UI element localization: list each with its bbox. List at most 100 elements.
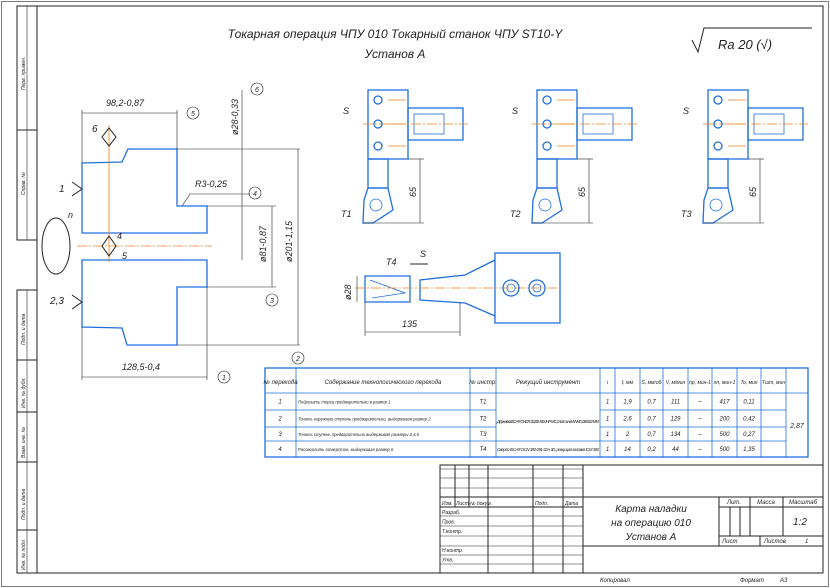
cell-tool: T1 <box>479 400 486 406</box>
feed-label: S <box>512 106 518 116</box>
tool-label-t3: T3 <box>681 209 692 219</box>
table-header: № инстр. <box>469 379 497 386</box>
table-header: Содержание технологического перехода <box>325 380 442 386</box>
lit-label: Лит. <box>726 500 741 506</box>
screw-hole <box>542 95 552 105</box>
cell-i: 1 <box>606 400 609 406</box>
cell-step: 3 <box>278 432 282 438</box>
copied-label: Копировал <box>600 578 630 584</box>
table-header: № перехода <box>263 379 298 386</box>
mass-label: Масса <box>757 500 775 506</box>
insert-head <box>531 187 563 224</box>
cell-np: – <box>697 432 702 438</box>
cell-i: 1 <box>606 417 609 423</box>
tool-label-t1: T1 <box>341 209 352 219</box>
tb-col-label: № докум. <box>470 501 492 507</box>
tool-desc-holder: Державка ISCAR GHDR 20.20M-08-JHP-MC, пл… <box>496 419 600 424</box>
screw-hole <box>542 141 552 151</box>
part-section-lower <box>81 259 208 346</box>
screw-hole <box>713 119 723 129</box>
surface-label: 4 <box>117 231 122 241</box>
tool-label-t4: T4 <box>386 257 397 267</box>
screw-hole <box>373 119 383 129</box>
marker-4: 4 <box>253 191 257 198</box>
cell-v: 44 <box>672 447 679 453</box>
table-header: Режущий инструмент <box>516 379 580 386</box>
drill-length-dim: 135 <box>402 319 418 329</box>
surface-label: 6 <box>92 124 98 135</box>
roughness-value: Ra 20 (√) <box>718 37 772 52</box>
cell-step: 2 <box>277 417 282 423</box>
table-header: i <box>607 380 609 386</box>
doc-title-line: Карта наладки <box>615 504 687 515</box>
table-header: V, м/мин <box>666 380 686 386</box>
cell-t: 2 <box>625 432 630 438</box>
cell-tool: T4 <box>479 447 487 453</box>
cell-i: 1 <box>606 432 609 438</box>
part-sketch: n 6 1 4 5 2,3 98,2-0,87 128,5-0,4 ø28-0,… <box>41 82 305 384</box>
insert <box>538 198 552 212</box>
overhang-dim: 65 <box>408 186 418 197</box>
strip-label: Инв. № подл. <box>21 539 27 570</box>
strip-label: Инв. № дубл. <box>21 377 27 408</box>
table-header: Тшт, мин <box>762 380 785 386</box>
tool-neck <box>536 158 558 189</box>
screw-hole <box>373 141 383 151</box>
dim-length-top: 98,2-0,87 <box>106 98 145 108</box>
tb-col-label: Изм. <box>442 501 453 507</box>
tool-desc-drill: Сверло ISCAR DCN 380-091-32A-3D, режущая… <box>497 447 600 452</box>
dim-hole-dia: ø28-0,33 <box>230 99 240 135</box>
tb-col-label: Подп. <box>535 501 548 507</box>
cell-t: 1,9 <box>623 400 632 406</box>
cell-np: – <box>697 447 702 453</box>
overhang-dim: 65 <box>748 186 758 197</box>
cell-s: 0,7 <box>647 432 656 438</box>
strip-label: Справ. № <box>21 172 27 195</box>
cell-to: 1,35 <box>743 447 755 453</box>
rotation-arrow <box>41 217 71 275</box>
screw-hole <box>713 95 723 105</box>
piece-time: 2,87 <box>789 423 805 430</box>
cell-step: 1 <box>278 400 281 406</box>
strip-label: Подп. и дата <box>21 488 27 520</box>
marker-3: 3 <box>270 298 274 305</box>
side-strip: Перв. примен. Справ. № Подп. и дата Инв.… <box>16 5 38 574</box>
setup-subtitle: Установ А <box>364 47 426 61</box>
insert-head <box>702 187 734 224</box>
strip-label: Перв. примен. <box>21 57 27 90</box>
cell-nf: 417 <box>719 400 730 406</box>
scale-value: 1:2 <box>793 517 807 528</box>
feed-label: S <box>420 249 426 259</box>
tool-neck <box>707 158 729 189</box>
tb-role-label: Утв. <box>442 558 453 564</box>
cell-content: Точить наружную ступень предварительно, … <box>298 417 431 422</box>
cell-t: 2,6 <box>622 417 632 423</box>
cell-i: 1 <box>606 447 609 453</box>
cell-np: – <box>697 400 702 406</box>
cell-np: – <box>697 417 702 423</box>
format-value: А3 <box>779 578 788 584</box>
cell-t: 14 <box>624 447 631 453</box>
cell-tool: T2 <box>479 417 487 423</box>
cell-s: 0,2 <box>647 447 656 453</box>
cell-nf: 500 <box>719 432 730 438</box>
table-row: 2 Точить наружную ступень предварительно,… <box>277 417 755 423</box>
strip-label: Подп. и дата <box>21 313 27 345</box>
cell-nf: 200 <box>718 417 730 423</box>
surface-label: 5 <box>122 251 128 261</box>
cell-to: 0,11 <box>743 400 754 406</box>
screw-hole <box>713 141 723 151</box>
surface-label: 1 <box>59 184 65 195</box>
tool-neck <box>367 158 389 189</box>
cell-content: Рассверлить отверстие, выдерживая размер… <box>298 447 394 452</box>
feed-label: S <box>343 106 349 116</box>
insert <box>369 198 383 212</box>
format-label: Формат <box>740 578 764 584</box>
sheets-label: Листов <box>763 539 786 545</box>
